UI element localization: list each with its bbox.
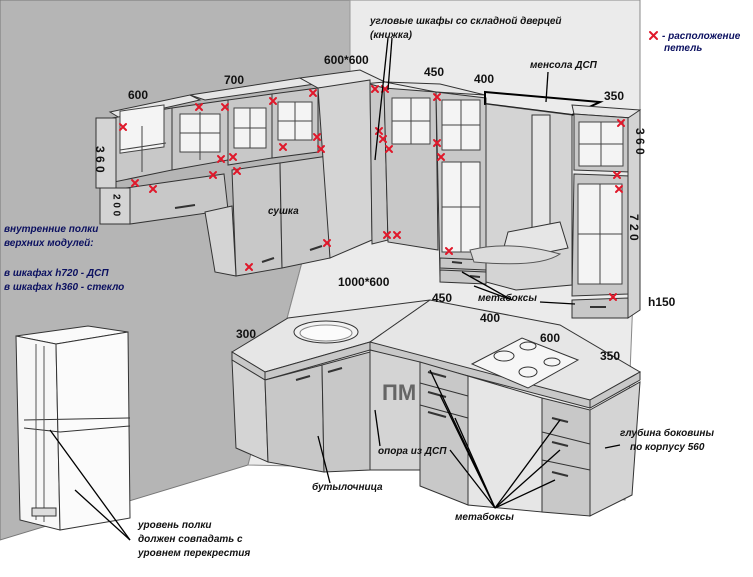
dim-300: 300 xyxy=(236,327,256,341)
shelf-level-label-3: уровнем перекрестия xyxy=(137,548,250,559)
dim-350-right: 350 xyxy=(600,349,620,363)
pointer-lines xyxy=(49,37,621,541)
dim-600-hob: 600 xyxy=(540,331,560,345)
shelves-note-3: в шкафах h720 - ДСП xyxy=(4,267,109,279)
dim-360-right: 3 6 0 xyxy=(633,128,647,155)
sushka-label: сушка xyxy=(268,206,299,217)
hob xyxy=(470,337,580,389)
column-cabinet-450 xyxy=(384,81,487,285)
upper-corner-cabinet xyxy=(298,69,439,259)
shelves-note-4: в шкафах h360 - стекло xyxy=(4,281,124,293)
metaboxes-top-label: метабоксы xyxy=(478,292,537,304)
inner-shelf-sketch xyxy=(15,325,131,531)
corner-cabinets-label-1: угловые шкафы со складной дверцей xyxy=(369,15,562,27)
shelves-note-2: верхних модулей: xyxy=(4,238,94,249)
legend-text-line2: петель xyxy=(664,43,702,54)
right-cabinet-350 xyxy=(571,104,642,319)
dim-700: 700 xyxy=(224,73,244,87)
dim-720-right: 7 2 0 xyxy=(627,214,641,241)
dim-600x600: 600*600 xyxy=(324,53,369,67)
dim-600-top: 600 xyxy=(128,88,148,102)
sink xyxy=(293,320,359,344)
base-sink-cabinet xyxy=(231,351,371,473)
mensola-label: менсола ДСП xyxy=(530,60,598,71)
dim-450-mid: 450 xyxy=(432,291,452,305)
shelf-level-label-1: уровень полки xyxy=(137,520,212,531)
metaboxes-bottom-label: метабоксы xyxy=(455,511,514,523)
hinge-legend: - расположение петель xyxy=(649,31,741,54)
dim-h150: h150 xyxy=(648,295,676,309)
dim-350-top: 350 xyxy=(604,89,624,103)
hood-area xyxy=(469,90,604,291)
red-x-icon xyxy=(649,31,658,40)
corner-cabinets-label-2: (книжка) xyxy=(370,30,413,41)
hinge-marks xyxy=(119,85,625,301)
side-depth-label-1: глубина боковины xyxy=(620,427,714,439)
side-depth-label-2: по корпусу 560 xyxy=(630,442,705,453)
dim-360-left: 3 6 0 xyxy=(93,146,107,173)
dim-200-left: 2 0 0 xyxy=(111,194,122,217)
dim-1000x600: 1000*600 xyxy=(338,275,390,289)
dim-400-mid: 400 xyxy=(480,311,500,325)
shelves-note-1: внутренние полки xyxy=(4,224,98,235)
dim-400-top: 400 xyxy=(474,72,494,86)
shelf-level-label-2: должен совпадать с xyxy=(138,534,243,545)
pm-label: ПМ xyxy=(382,380,416,405)
legend-text-line1: - расположение xyxy=(662,31,741,42)
bottle-label: бутылочница xyxy=(312,481,383,493)
base-middle-cabinets xyxy=(369,349,641,517)
dim-450-top: 450 xyxy=(424,65,444,79)
support-label: опора из ДСП xyxy=(378,446,447,457)
